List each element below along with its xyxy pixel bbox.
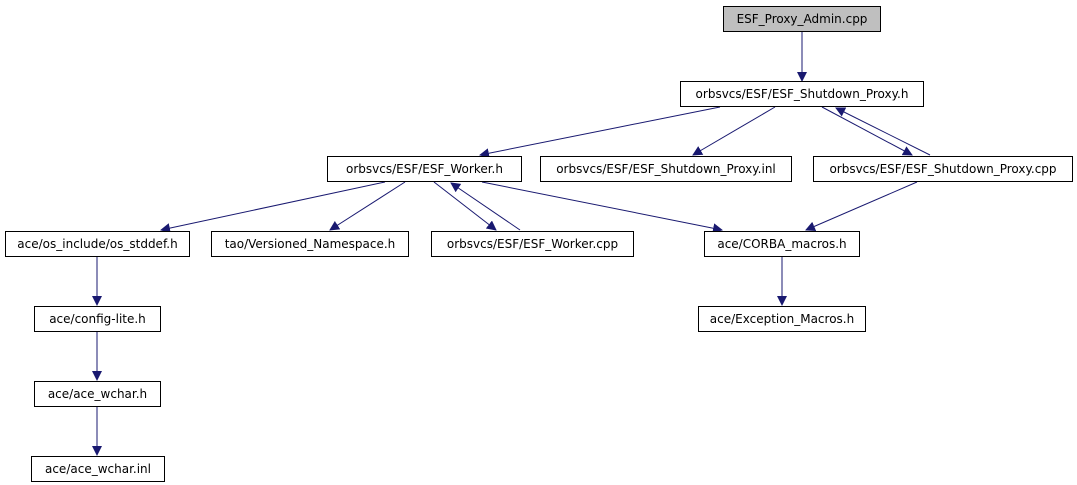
node-corba-macros-h[interactable]: ace/CORBA_macros.h (704, 231, 860, 257)
edge-worker-h-to-worker-cpp (433, 181, 497, 231)
node-esf-shutdown-proxy-inl[interactable]: orbsvcs/ESF/ESF_Shutdown_Proxy.inl (540, 156, 792, 182)
edge-shutdown-proxy-h-to-worker-h (479, 106, 721, 159)
edge-shutdown-proxy-cpp-to-corba-macros-h (805, 181, 918, 232)
edge-worker-h-to-versioned-namespace-h (329, 181, 406, 231)
node-esf-worker-cpp[interactable]: orbsvcs/ESF/ESF_Worker.cpp (431, 231, 634, 257)
edge-shutdown-proxy-h-to-shutdown-proxy-cpp (821, 106, 913, 156)
node-esf-worker-h[interactable]: orbsvcs/ESF/ESF_Worker.h (327, 156, 522, 182)
node-esf-shutdown-proxy-cpp[interactable]: orbsvcs/ESF/ESF_Shutdown_Proxy.cpp (813, 156, 1073, 182)
node-exception-macros-h[interactable]: ace/Exception_Macros.h (698, 306, 866, 332)
node-ace-wchar-h[interactable]: ace/ace_wchar.h (34, 381, 161, 407)
edge-worker-cpp-to-worker-h (450, 182, 521, 231)
node-os-stddef-h[interactable]: ace/os_include/os_stddef.h (5, 231, 190, 257)
node-versioned-namespace-h[interactable]: tao/Versioned_Namespace.h (211, 231, 409, 257)
node-config-lite-h[interactable]: ace/config-lite.h (34, 306, 161, 332)
node-esf-shutdown-proxy-h[interactable]: orbsvcs/ESF/ESF_Shutdown_Proxy.h (680, 81, 924, 107)
node-esf-proxy-admin-cpp: ESF_Proxy_Admin.cpp (723, 6, 881, 32)
node-ace-wchar-inl[interactable]: ace/ace_wchar.inl (31, 456, 165, 482)
edge-worker-h-to-corba-macros-h (481, 181, 723, 234)
edge-shutdown-proxy-h-to-shutdown-proxy-inl (692, 106, 776, 156)
edge-worker-h-to-os-stddef-h (160, 181, 386, 234)
edge-shutdown-proxy-cpp-to-shutdown-proxy-h (835, 107, 931, 156)
